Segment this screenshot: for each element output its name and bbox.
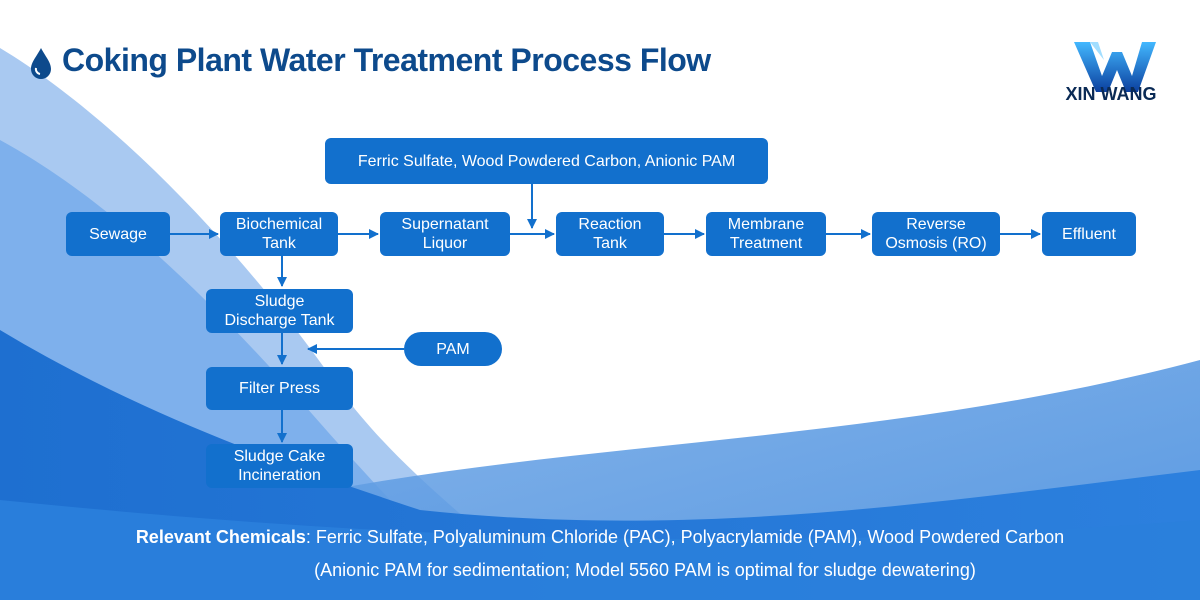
water-drop-icon bbox=[31, 48, 51, 79]
logo-text: XIN WANG bbox=[1065, 84, 1157, 104]
page-title: Coking Plant Water Treatment Process Flo… bbox=[62, 42, 711, 78]
w-logo-icon bbox=[1074, 42, 1156, 92]
node-sludge-discharge-tank: Sludge Discharge Tank bbox=[206, 289, 353, 333]
node-membrane-treatment: Membrane Treatment bbox=[706, 212, 826, 256]
node-chemicals-top: Ferric Sulfate, Wood Powdered Carbon, An… bbox=[325, 138, 768, 184]
node-sewage: Sewage bbox=[66, 212, 170, 256]
node-reverse-osmosis: Reverse Osmosis (RO) bbox=[872, 212, 1000, 256]
node-sludge-cake-incineration: Sludge Cake Incineration bbox=[206, 444, 353, 488]
node-filter-press: Filter Press bbox=[206, 367, 353, 410]
node-reaction-tank: Reaction Tank bbox=[556, 212, 664, 256]
relevant-chemicals-list: : Ferric Sulfate, Polyaluminum Chloride … bbox=[305, 527, 1065, 547]
node-pam: PAM bbox=[404, 332, 502, 366]
chemicals-note: (Anionic PAM for sedimentation; Model 55… bbox=[314, 560, 976, 580]
node-supernatant-liquor: Supernatant Liquor bbox=[380, 212, 510, 256]
node-effluent: Effluent bbox=[1042, 212, 1136, 256]
relevant-chemicals-label: Relevant Chemicals bbox=[135, 527, 306, 547]
node-biochemical-tank: Biochemical Tank bbox=[220, 212, 338, 256]
relevant-chemicals-line: Relevant Chemicals: Ferric Sulfate, Poly… bbox=[0, 527, 1200, 548]
